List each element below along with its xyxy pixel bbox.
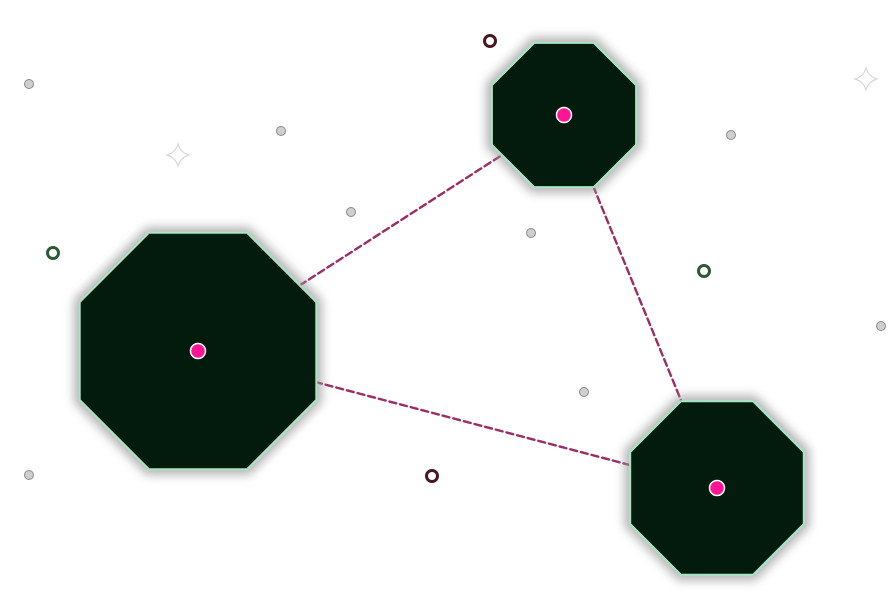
background-decor-layer: [24, 34, 886, 483]
nodes-layer: [74, 37, 810, 581]
pebble-icon: [526, 228, 536, 238]
pebble-icon: [276, 126, 286, 136]
pebble-icon: [579, 387, 589, 397]
pebble-icon: [24, 79, 34, 89]
pebble-icon: [346, 207, 356, 217]
ring-token-icon[interactable]: [425, 469, 439, 483]
ring-token-icon[interactable]: [697, 264, 711, 278]
ring-token-icon[interactable]: [483, 34, 497, 48]
pebble-icon: [24, 470, 34, 480]
node-center-dot-icon-top[interactable]: [555, 106, 573, 124]
ring-token-icon[interactable]: [46, 246, 60, 260]
sparkle-icon: [164, 141, 192, 169]
node-center-dot-icon-right[interactable]: [708, 479, 726, 497]
pebble-icon: [876, 321, 886, 331]
pebble-icon: [726, 130, 736, 140]
node-center-dot-icon-left[interactable]: [189, 342, 207, 360]
sparkle-icon: [852, 65, 880, 93]
